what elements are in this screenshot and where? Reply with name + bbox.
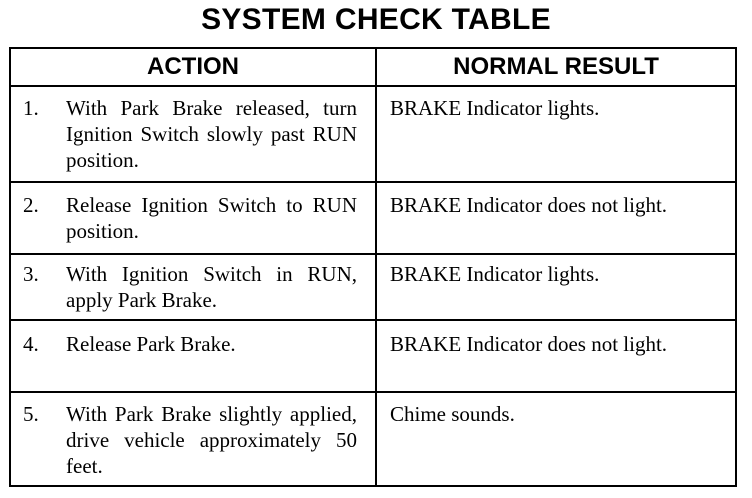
page-title: SYSTEM CHECK TABLE <box>201 3 551 36</box>
table-row: 2. Release Ignition Switch to RUN positi… <box>11 181 735 253</box>
action-cell: Release Ignition Switch to RUN position. <box>66 193 357 243</box>
step-number: 3. <box>23 262 39 286</box>
system-check-table: ACTION NORMAL RESULT 1. With Park Brake … <box>9 47 737 487</box>
header-normal-result: NORMAL RESULT <box>453 53 659 80</box>
step-number: 5. <box>23 402 39 426</box>
result-cell: BRAKE Indicator lights. <box>390 96 600 120</box>
result-cell: BRAKE Indicator does not light. <box>390 332 668 356</box>
table-row: 3. With Ignition Switch in RUN, apply Pa… <box>11 253 735 319</box>
column-divider <box>375 49 377 485</box>
result-cell: Chime sounds. <box>390 402 515 426</box>
result-cell: BRAKE Indicator does not light. <box>390 193 668 217</box>
table-row: 5. With Park Brake slightly applied, dri… <box>11 391 735 485</box>
step-number: 2. <box>23 193 39 217</box>
action-cell: With Ignition Switch in RUN, apply Park … <box>66 262 357 312</box>
step-number: 1. <box>23 96 39 120</box>
action-cell: Release Park Brake. <box>66 332 236 356</box>
step-number: 4. <box>23 332 39 356</box>
action-cell: With Park Brake slightly applied, drive … <box>66 402 357 478</box>
action-cell: With Park Brake released, turn Ignition … <box>66 96 357 172</box>
table-row: 1. With Park Brake released, turn Igniti… <box>11 85 735 181</box>
header-action: ACTION <box>147 53 239 80</box>
result-cell: BRAKE Indicator lights. <box>390 262 600 286</box>
table-row: 4. Release Park Brake. BRAKE Indicator d… <box>11 319 735 391</box>
